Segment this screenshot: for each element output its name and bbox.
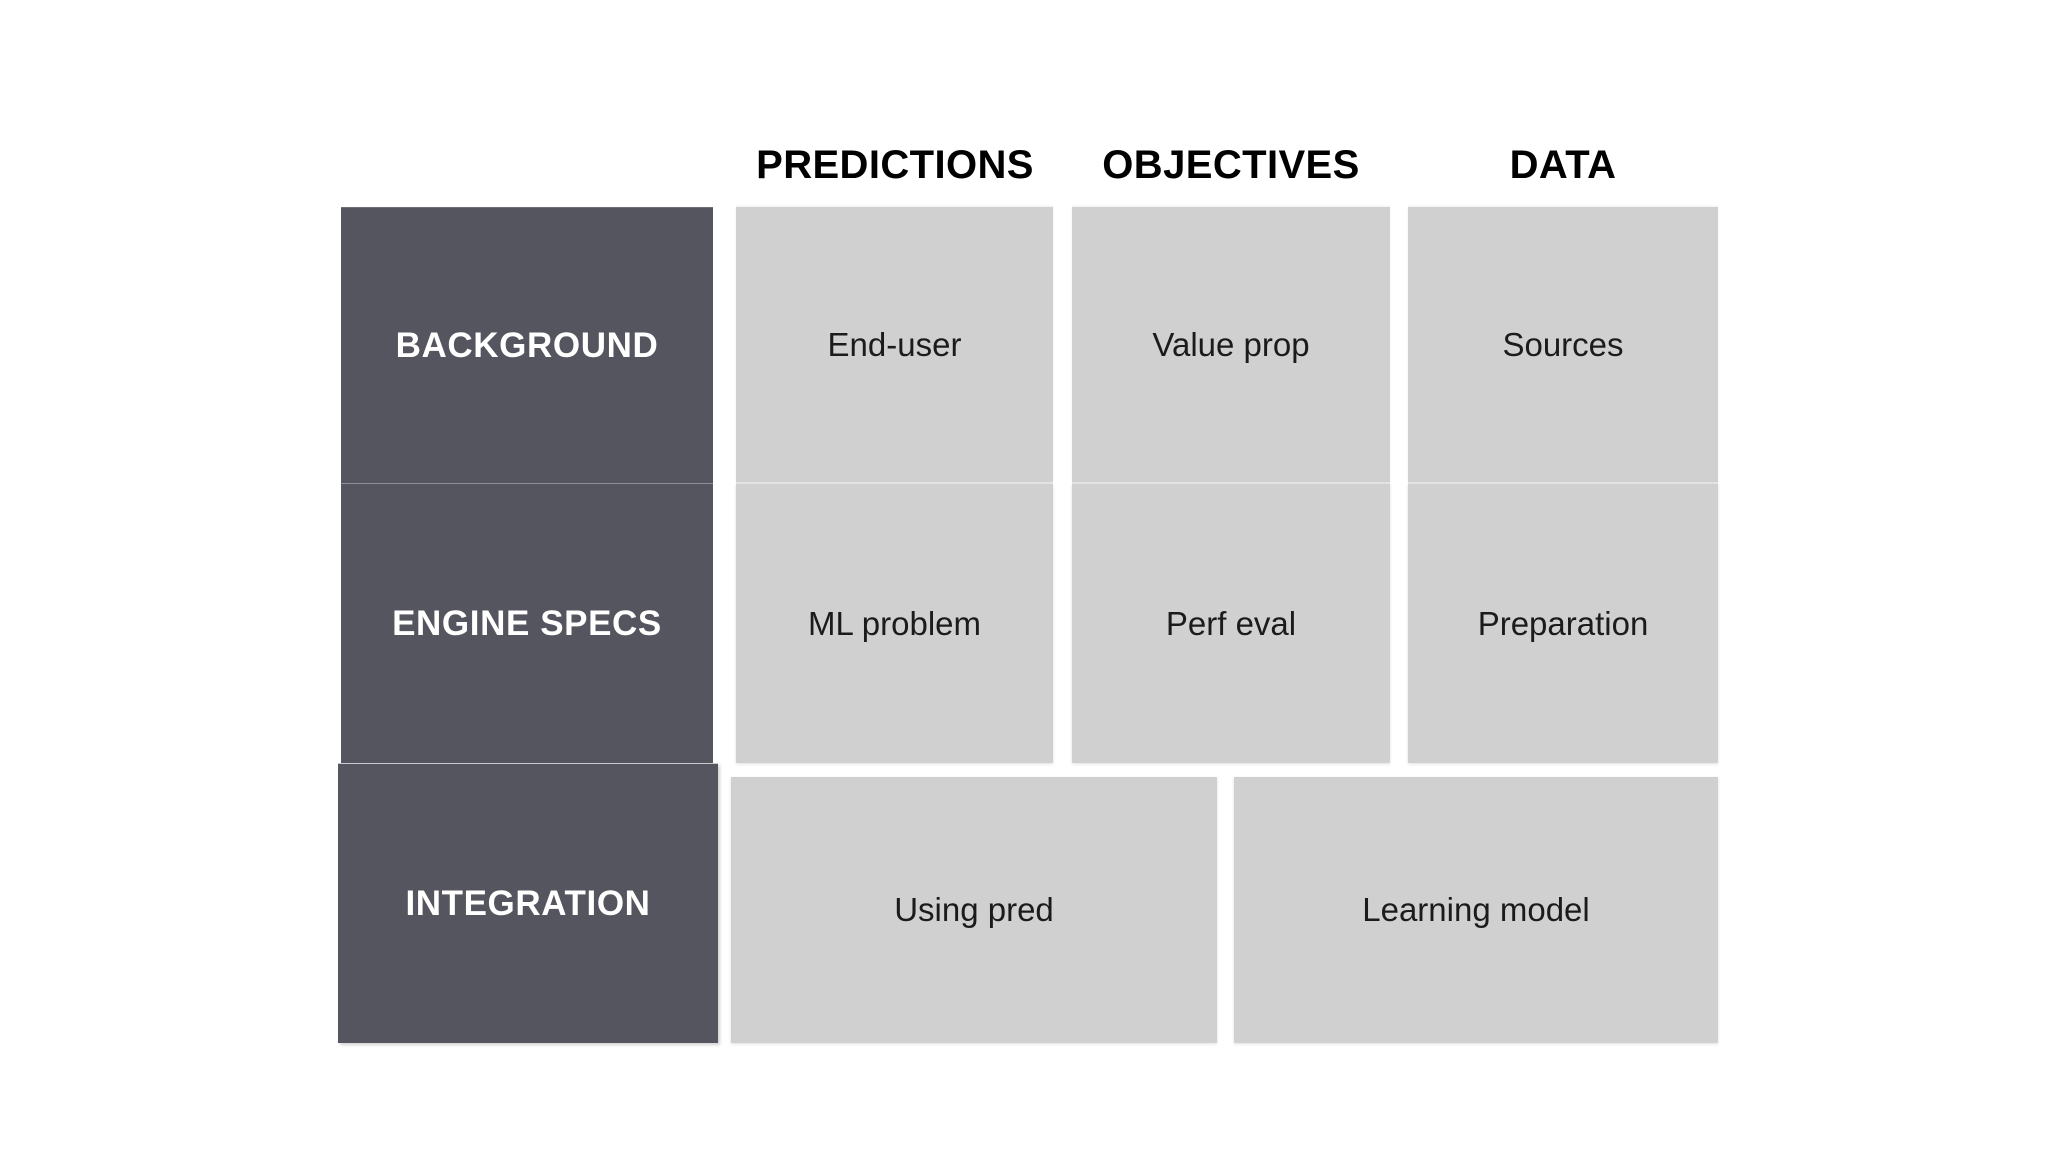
column-header-objectives: OBJECTIVES bbox=[1102, 143, 1360, 187]
row-divider-predictions bbox=[736, 482, 1053, 484]
row-header-integration: INTEGRATION bbox=[338, 763, 718, 1043]
cell-engine-specs-data: Preparation bbox=[1408, 484, 1718, 763]
column-header-predictions: PREDICTIONS bbox=[756, 143, 1034, 187]
row-divider-data bbox=[1408, 482, 1718, 484]
cell-background-data: Sources bbox=[1408, 207, 1718, 483]
row-header-engine-specs: ENGINE SPECS bbox=[341, 483, 713, 763]
cell-integration-using-pred: Using pred bbox=[731, 777, 1217, 1043]
cell-engine-specs-predictions: ML problem bbox=[736, 484, 1053, 763]
cell-engine-specs-objectives: Perf eval bbox=[1072, 484, 1390, 763]
column-header-data: DATA bbox=[1509, 143, 1617, 187]
cell-background-objectives: Value prop bbox=[1072, 207, 1390, 483]
row-divider-objectives bbox=[1072, 482, 1390, 484]
cell-integration-learning-model: Learning model bbox=[1234, 777, 1718, 1043]
cell-background-predictions: End-user bbox=[736, 207, 1053, 483]
row-header-background: BACKGROUND bbox=[341, 207, 713, 483]
